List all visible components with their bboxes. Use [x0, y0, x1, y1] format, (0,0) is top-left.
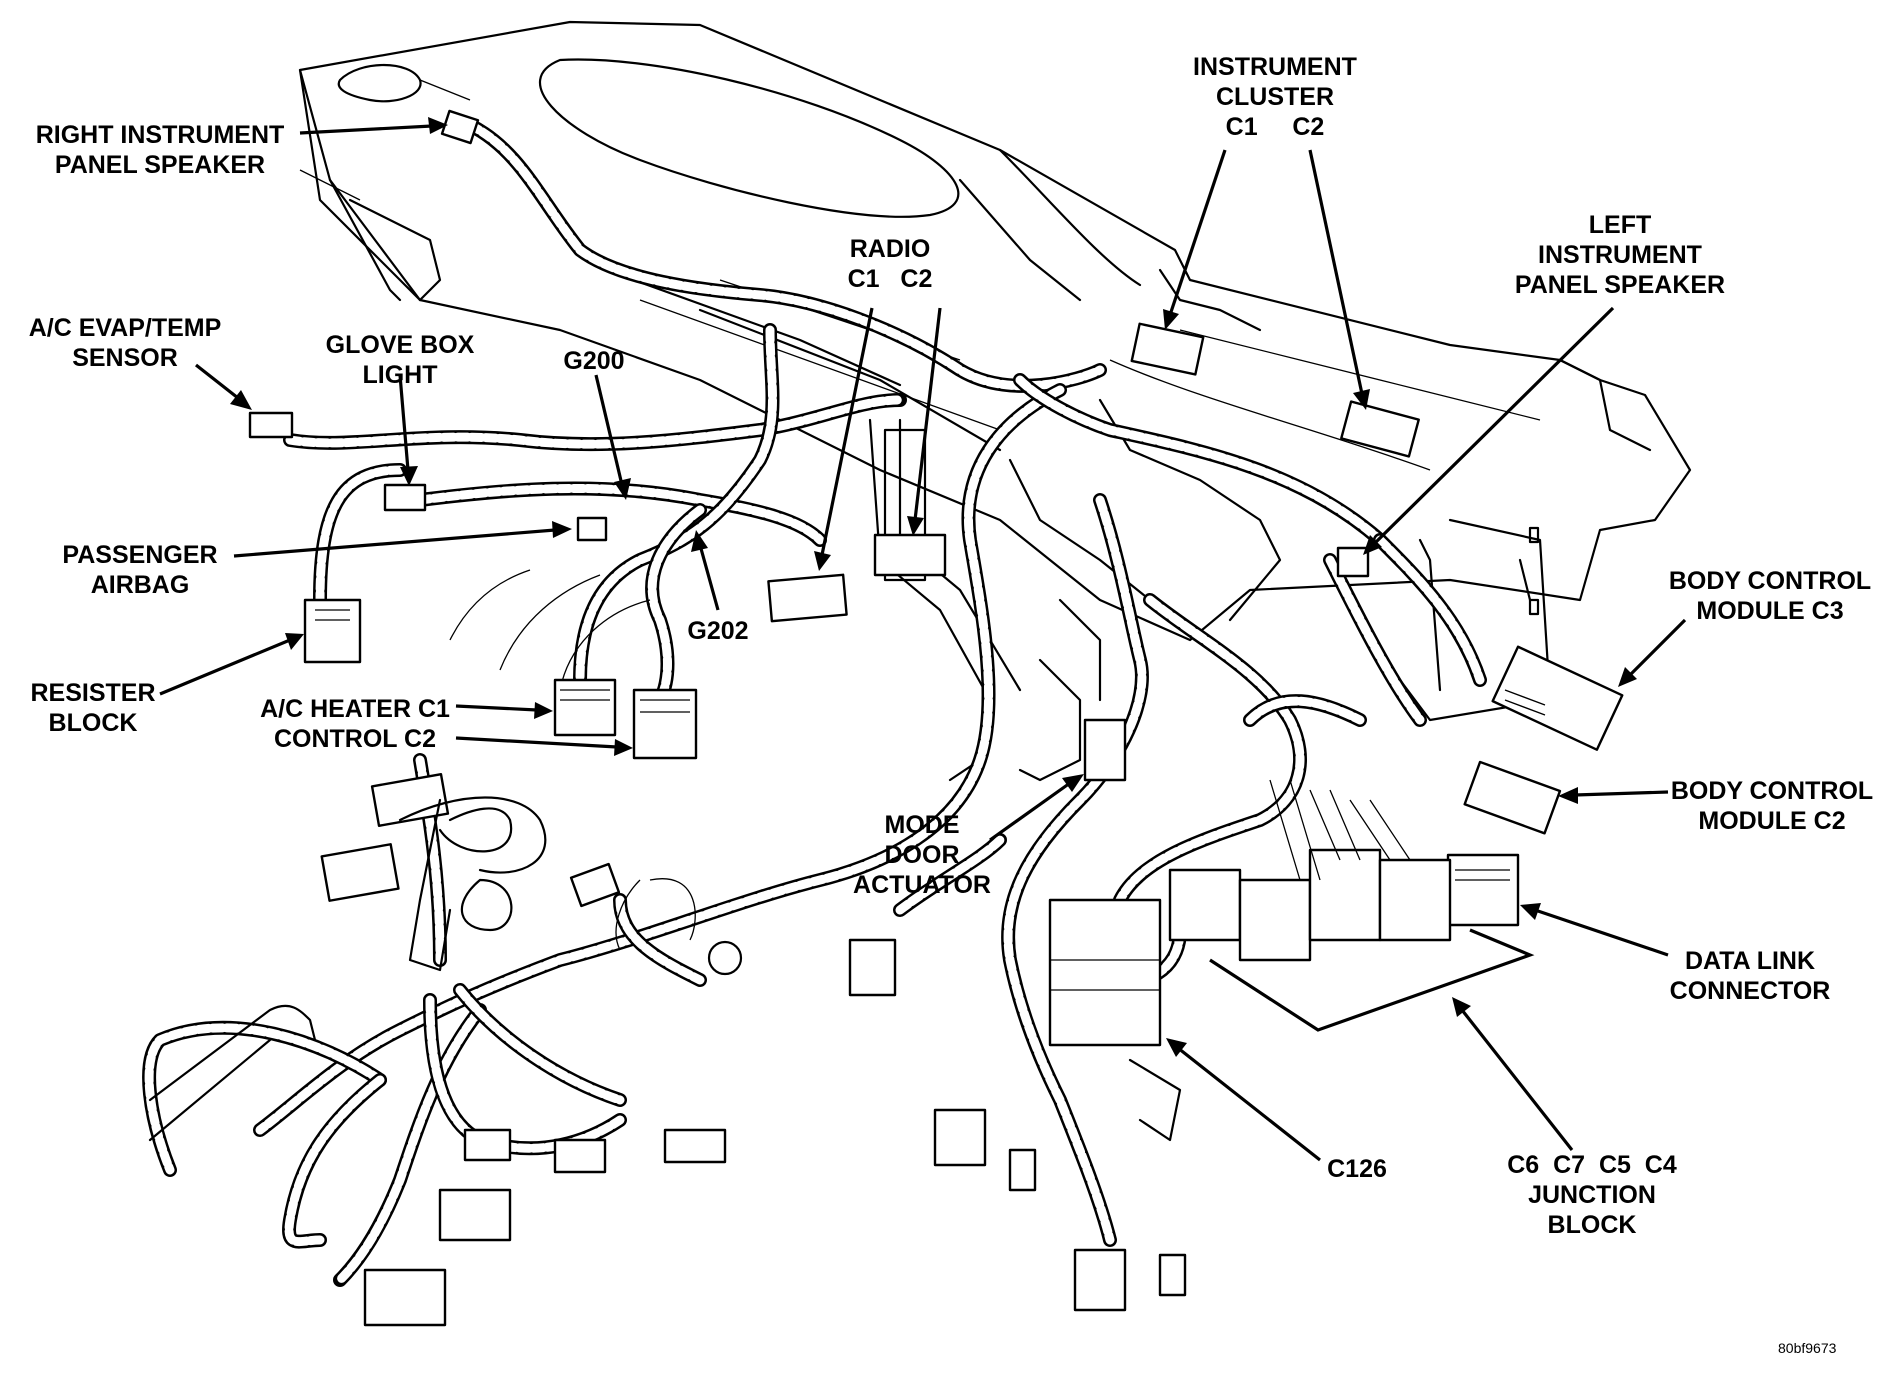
label-line: MODULE C2 [1698, 807, 1846, 835]
label-resister-block: RESISTER BLOCK [30, 678, 155, 738]
junction-c6 [1168, 868, 1242, 942]
cluster-c1-connector [1130, 322, 1205, 376]
c126-connector [1048, 898, 1162, 1047]
label-left-instrument-panel-speaker: LEFT INSTRUMENT PANEL SPEAKER [1515, 210, 1725, 300]
label-ac-heater-control: A/C HEATER C1 CONTROL C2 [260, 694, 450, 754]
label-line: MODULE C3 [1696, 597, 1844, 625]
resister-block-connector [303, 598, 362, 664]
ac-heater-c2-connector [632, 688, 698, 760]
label-line: G200 [563, 347, 625, 375]
label-line: GLOVE BOX [325, 331, 475, 359]
label-line: RESISTER [30, 679, 156, 707]
lower-connector-5 [463, 1128, 512, 1162]
label-junction-block: C6 C7 C5 C4 JUNCTION BLOCK [1507, 1150, 1677, 1240]
left-speaker-connector [1336, 546, 1370, 578]
lower-connector-4 [848, 938, 897, 997]
label-line: C1 C2 [1225, 113, 1325, 141]
label-c126: C126 [1327, 1154, 1387, 1184]
label-line: A/C EVAP/TEMP [28, 314, 222, 342]
label-line: CONTROL C2 [273, 725, 437, 753]
lower-connector-12 [1073, 1248, 1127, 1312]
radio-c1-connector [767, 573, 848, 623]
label-line: C1 C2 [847, 265, 933, 293]
label-line: CLUSTER [1215, 83, 1335, 111]
lower-connector-1 [370, 773, 450, 827]
ac-evap-sensor-connector [248, 411, 294, 439]
lower-connector-9 [363, 1268, 447, 1327]
label-line: BLOCK [48, 709, 138, 737]
lower-connector-8 [438, 1188, 512, 1242]
connectors [148, 109, 1624, 1327]
wiring-harness [142, 118, 1487, 1287]
label-right-instrument-panel-speaker: RIGHT INSTRUMENT PANEL SPEAKER [36, 120, 285, 180]
label-line: BLOCK [1547, 1211, 1637, 1239]
label-line: PANEL SPEAKER [54, 151, 266, 179]
label-line: CONNECTOR [1669, 977, 1831, 1005]
label-data-link-connector: DATA LINK CONNECTOR [1670, 946, 1831, 1006]
right-speaker-connector [440, 109, 480, 145]
label-line: JUNCTION [1528, 1181, 1656, 1209]
bcm-c2-connector [1463, 760, 1562, 835]
label-line: C126 [1327, 1155, 1387, 1183]
label-line: PASSENGER [62, 541, 218, 569]
instrument-panel-outline [298, 20, 1692, 782]
label-instrument-cluster: INSTRUMENT CLUSTER C1 C2 [1193, 52, 1357, 142]
bcm-c3-connector [1491, 645, 1624, 751]
lower-connector-13 [1158, 1253, 1187, 1297]
ac-heater-c1-connector [553, 678, 617, 737]
glove-box-light-connector [383, 483, 427, 512]
label-g200: G200 [563, 346, 624, 376]
label-line: RIGHT INSTRUMENT [35, 121, 285, 149]
leader-lines [159, 117, 1687, 1162]
data-link-connector-body [1446, 853, 1520, 927]
label-g202: G202 [687, 616, 748, 646]
label-line: INSTRUMENT [1193, 53, 1357, 81]
figure-code: 80bf9673 [1778, 1340, 1837, 1356]
label-line: SENSOR [72, 344, 178, 372]
label-line: DOOR [884, 841, 960, 869]
lower-connector-7 [663, 1128, 727, 1164]
label-mode-door-actuator: MODE DOOR ACTUATOR [853, 810, 991, 900]
label-line: AIRBAG [90, 571, 190, 599]
junction-c5 [1308, 848, 1382, 942]
junction-c7 [1238, 878, 1312, 962]
label-glove-box-light: GLOVE BOX LIGHT [326, 330, 475, 390]
label-body-control-module-c2: BODY CONTROL MODULE C2 [1671, 776, 1873, 836]
label-line: LEFT [1588, 211, 1652, 239]
lower-connector-6 [553, 1138, 607, 1174]
label-line: DATA LINK [1684, 947, 1816, 975]
label-body-control-module-c3: BODY CONTROL MODULE C3 [1669, 566, 1871, 626]
passenger-airbag-connector [576, 516, 608, 542]
label-line: BODY CONTROL [1668, 567, 1872, 595]
label-line: INSTRUMENT [1538, 241, 1702, 269]
lower-connector-11 [1008, 1148, 1037, 1192]
label-line: BODY CONTROL [1670, 777, 1874, 805]
label-line: ACTUATOR [853, 871, 991, 899]
label-line: MODE [884, 811, 960, 839]
lower-connector-3 [569, 862, 621, 908]
junction-c4 [1378, 858, 1452, 942]
label-passenger-airbag: PASSENGER AIRBAG [62, 540, 217, 600]
label-line: C6 C7 C5 C4 [1507, 1151, 1677, 1179]
label-line: G202 [687, 617, 749, 645]
mode-door-actuator-connector [1083, 718, 1127, 782]
label-ac-evap-temp-sensor: A/C EVAP/TEMP SENSOR [29, 313, 222, 373]
lower-connector-2 [320, 843, 400, 902]
label-line: PANEL SPEAKER [1514, 271, 1726, 299]
label-line: LIGHT [362, 361, 438, 389]
ground-eyelet [707, 940, 743, 976]
lower-connector-10 [933, 1108, 987, 1167]
label-line: A/C HEATER C1 [260, 695, 450, 723]
label-line: RADIO [849, 235, 931, 263]
label-radio: RADIO C1 C2 [848, 234, 933, 294]
cluster-c2-connector [1340, 400, 1420, 458]
radio-c2-connector [873, 533, 947, 577]
